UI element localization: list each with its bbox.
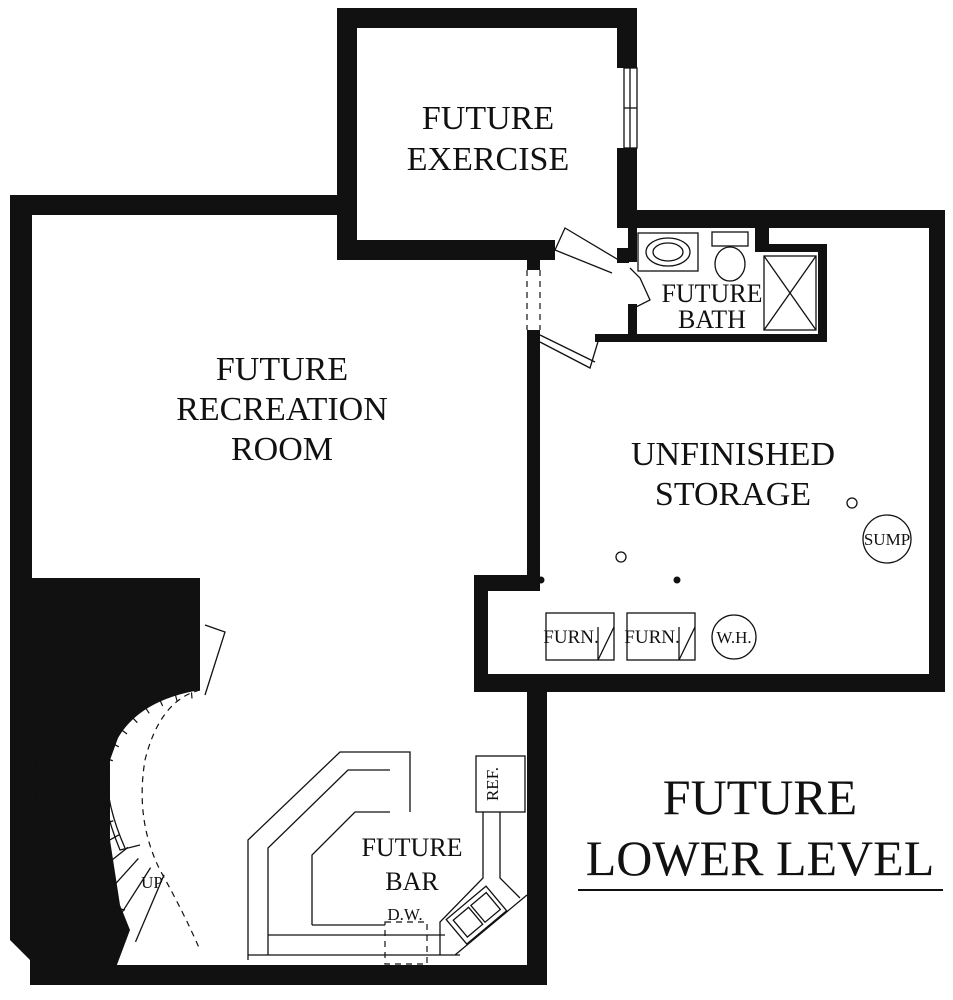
sump-pit [862, 514, 912, 564]
storage-label-line2: STORAGE [655, 476, 811, 513]
exercise-label-line2: EXERCISE [407, 141, 569, 178]
stair-tread [87, 668, 138, 724]
stair-tread [68, 689, 128, 735]
storage-fixtures [537, 497, 912, 661]
bar-label-line1: FUTURE [361, 833, 462, 862]
refrigerator [475, 755, 526, 813]
recreation-label-line1: FUTURE [216, 351, 348, 388]
stair-tread [53, 711, 120, 748]
exercise-label-line1: FUTURE [422, 100, 554, 137]
stairs-up-label: UP [141, 873, 163, 892]
water-heater-label: W.H. [716, 628, 751, 647]
stair-tread [185, 625, 193, 699]
stair-tread [55, 834, 120, 871]
spiral-stair [34, 624, 226, 951]
refrigerator-label: REF. [483, 767, 502, 801]
furnace-1-label: FURN. [543, 627, 598, 648]
furnace-2 [626, 612, 696, 661]
sump-label: SUMP [864, 530, 910, 549]
plan-title-line1: FUTURE [663, 769, 857, 825]
recreation-label-line2: RECREATION [176, 391, 388, 428]
stair-tread [108, 652, 150, 714]
stair-tread [132, 639, 164, 707]
stair-tread [37, 805, 110, 820]
walls [10, 8, 945, 985]
bar-label-line2: BAR [385, 867, 439, 896]
stair-tread [34, 790, 109, 793]
stair-tread [134, 874, 165, 943]
bath-fixtures [637, 231, 817, 331]
stair-tread [89, 857, 139, 914]
stair-tread [158, 630, 178, 702]
furnace-1 [545, 612, 615, 661]
water-heater [711, 614, 757, 660]
bath-label-line1: FUTURE [661, 279, 762, 308]
recreation-label-line3: ROOM [231, 431, 333, 468]
storage-label-line1: UNFINISHED [631, 436, 835, 473]
bath-label-line2: BATH [678, 305, 746, 334]
window [623, 67, 638, 149]
plan-title-line2: LOWER LEVEL [586, 830, 935, 886]
bar-counters [247, 751, 528, 965]
stair-tread [70, 846, 129, 894]
stair-tread [36, 763, 110, 777]
dishwasher-label: D.W. [387, 905, 422, 924]
stair-tread [110, 867, 152, 930]
stair-tread [43, 736, 114, 762]
furnace-2-label: FURN. [624, 627, 679, 648]
stair-tread [44, 820, 114, 846]
doors [526, 227, 651, 369]
